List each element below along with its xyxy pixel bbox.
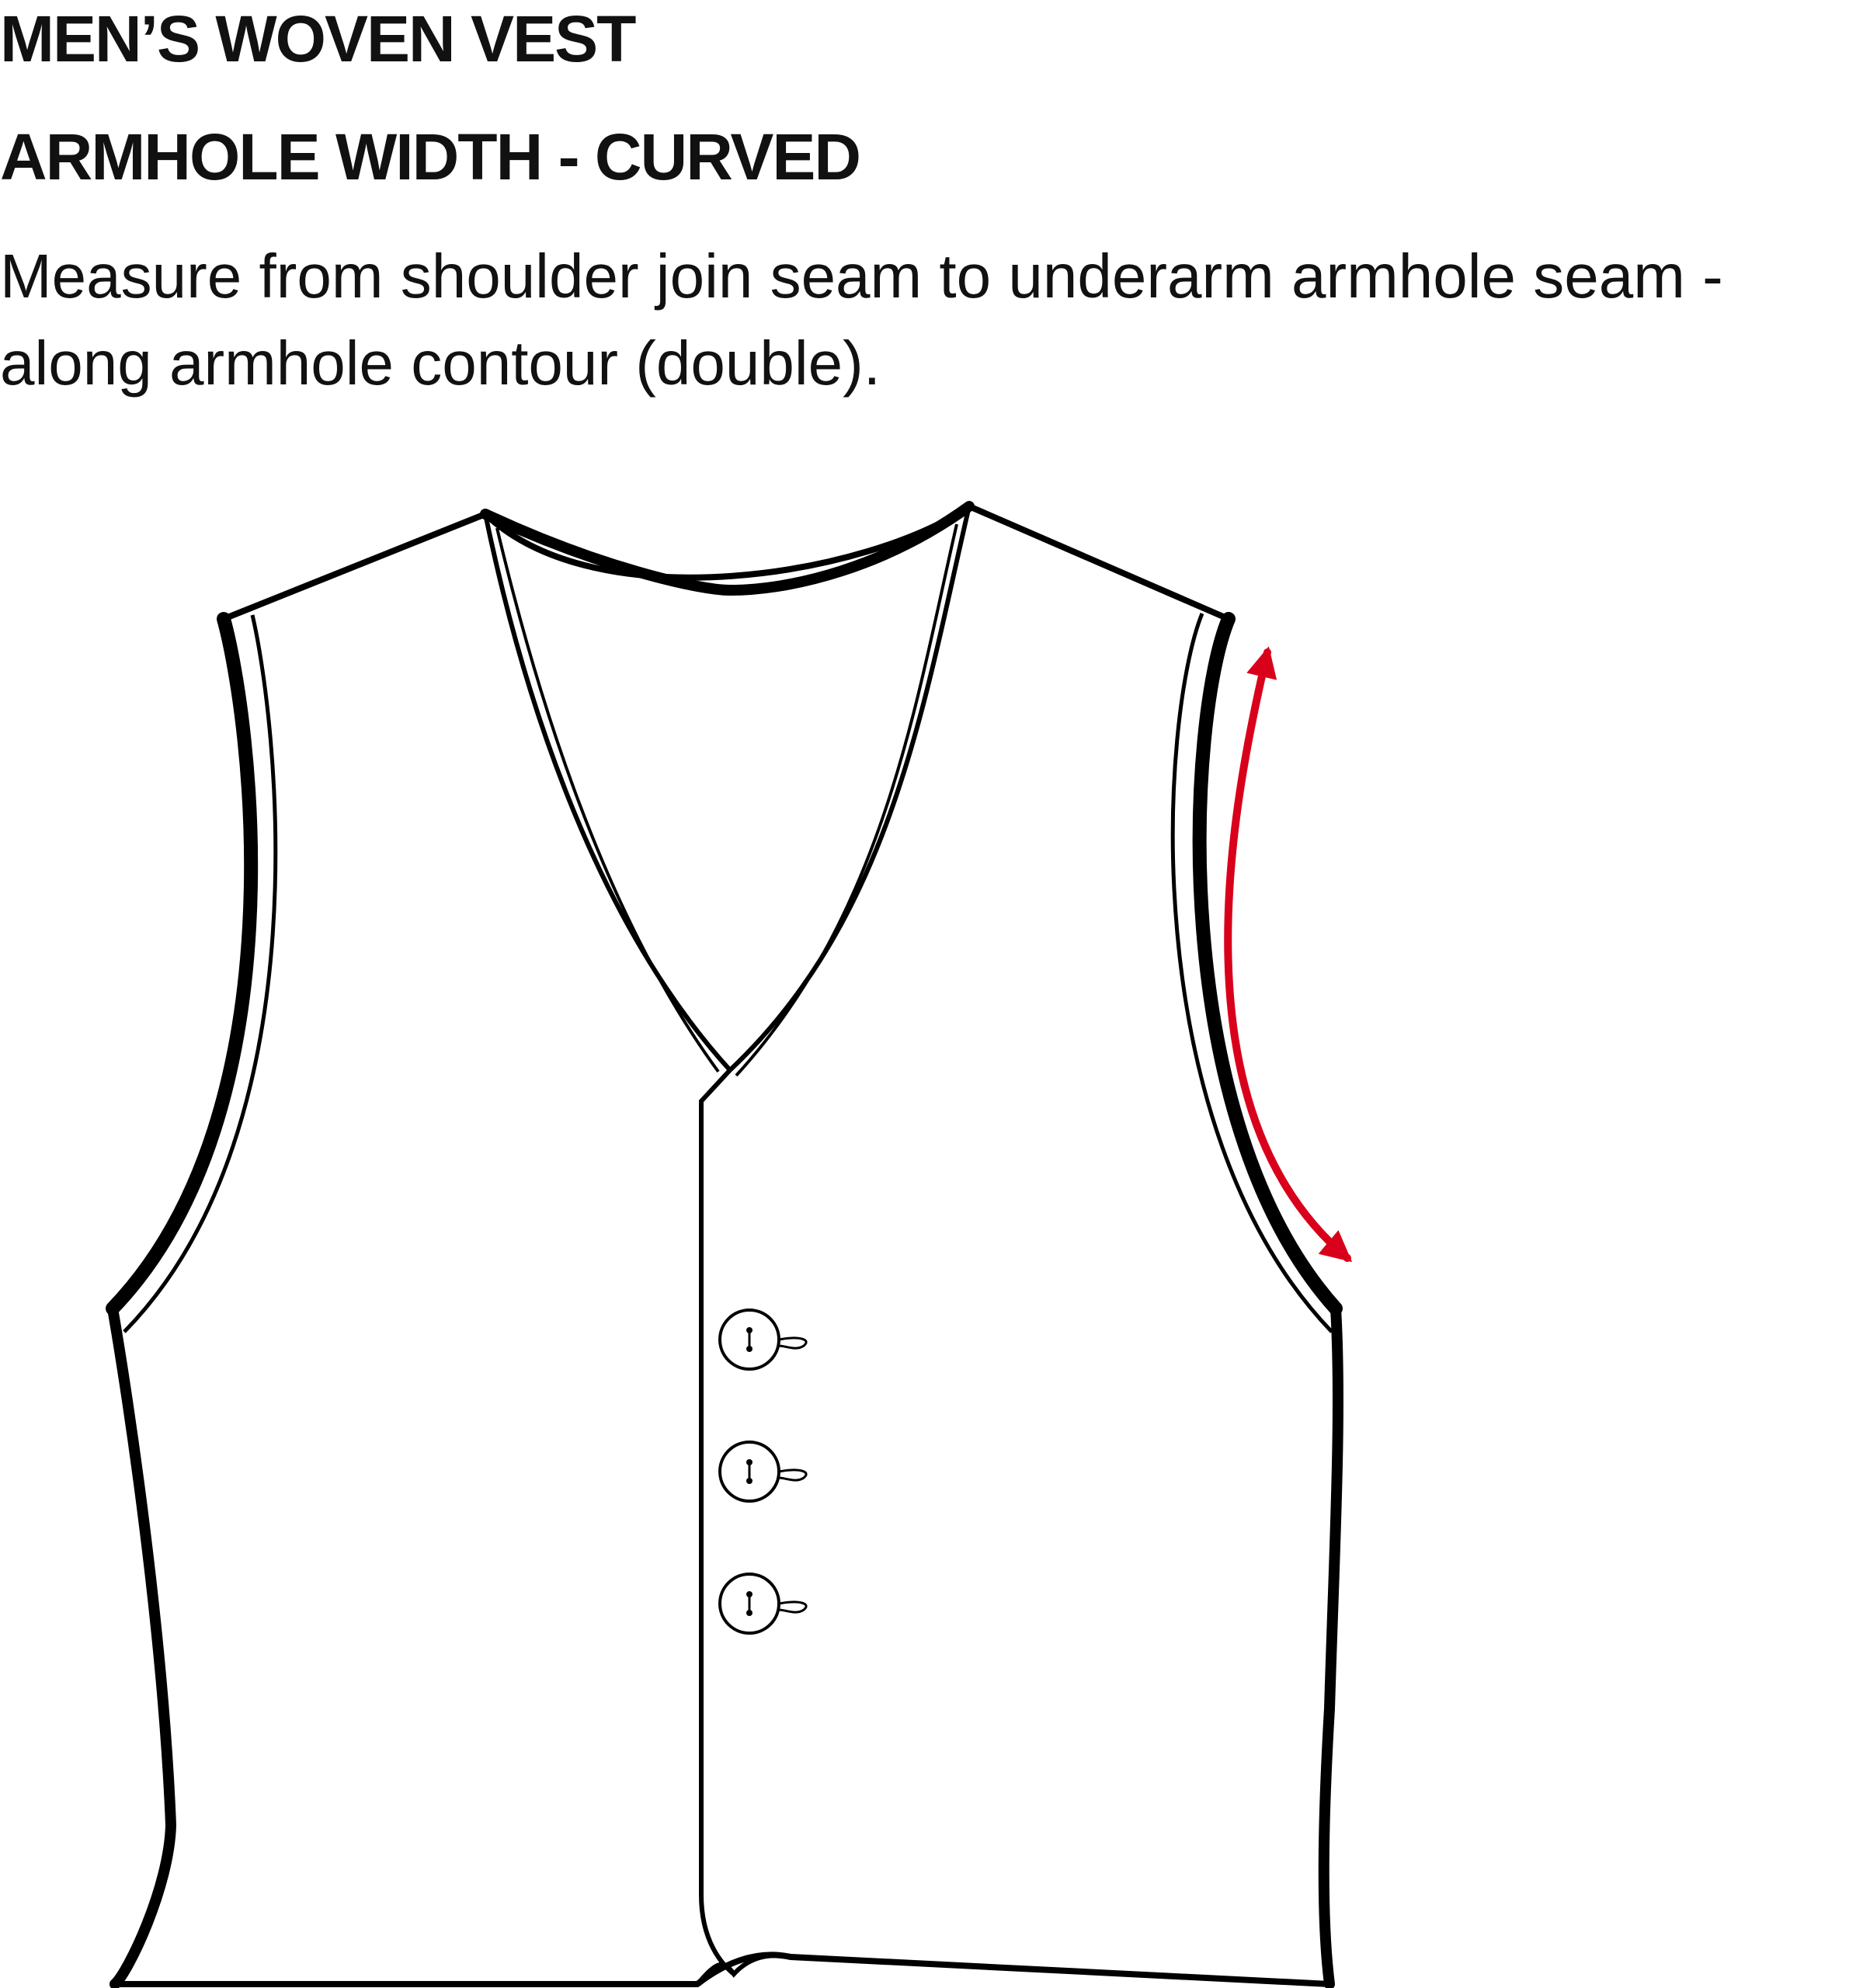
left-neck-binding — [495, 527, 720, 1073]
front-hem-curve — [695, 1953, 791, 1986]
right-neck-edge — [728, 506, 971, 1072]
left-armhole-edge — [106, 612, 259, 1315]
button-1 — [718, 1309, 808, 1371]
instruction-line-1: Measure from shoulder join seam to under… — [0, 242, 1723, 311]
measurement-name: ARMHOLE WIDTH - CURVED — [0, 120, 861, 193]
back-neckline — [480, 501, 975, 596]
instruction-line-2: along armhole contour (double). — [0, 328, 881, 398]
measurement-instructions: Measure from shoulder join seam to under… — [0, 233, 1863, 407]
left-side-seam — [107, 1303, 177, 1988]
right-neck-binding — [735, 523, 958, 1077]
page-title: MEN’S WOVEN VEST — [0, 2, 636, 75]
vest-body-outline — [109, 503, 1341, 1987]
right-side-seam — [1318, 1303, 1343, 1988]
left-neck-edge — [483, 513, 732, 1072]
button-2 — [718, 1441, 808, 1503]
armhole-measure-arrow — [1224, 646, 1353, 1263]
button-3 — [718, 1573, 808, 1635]
left-armhole-binding — [123, 614, 278, 1333]
